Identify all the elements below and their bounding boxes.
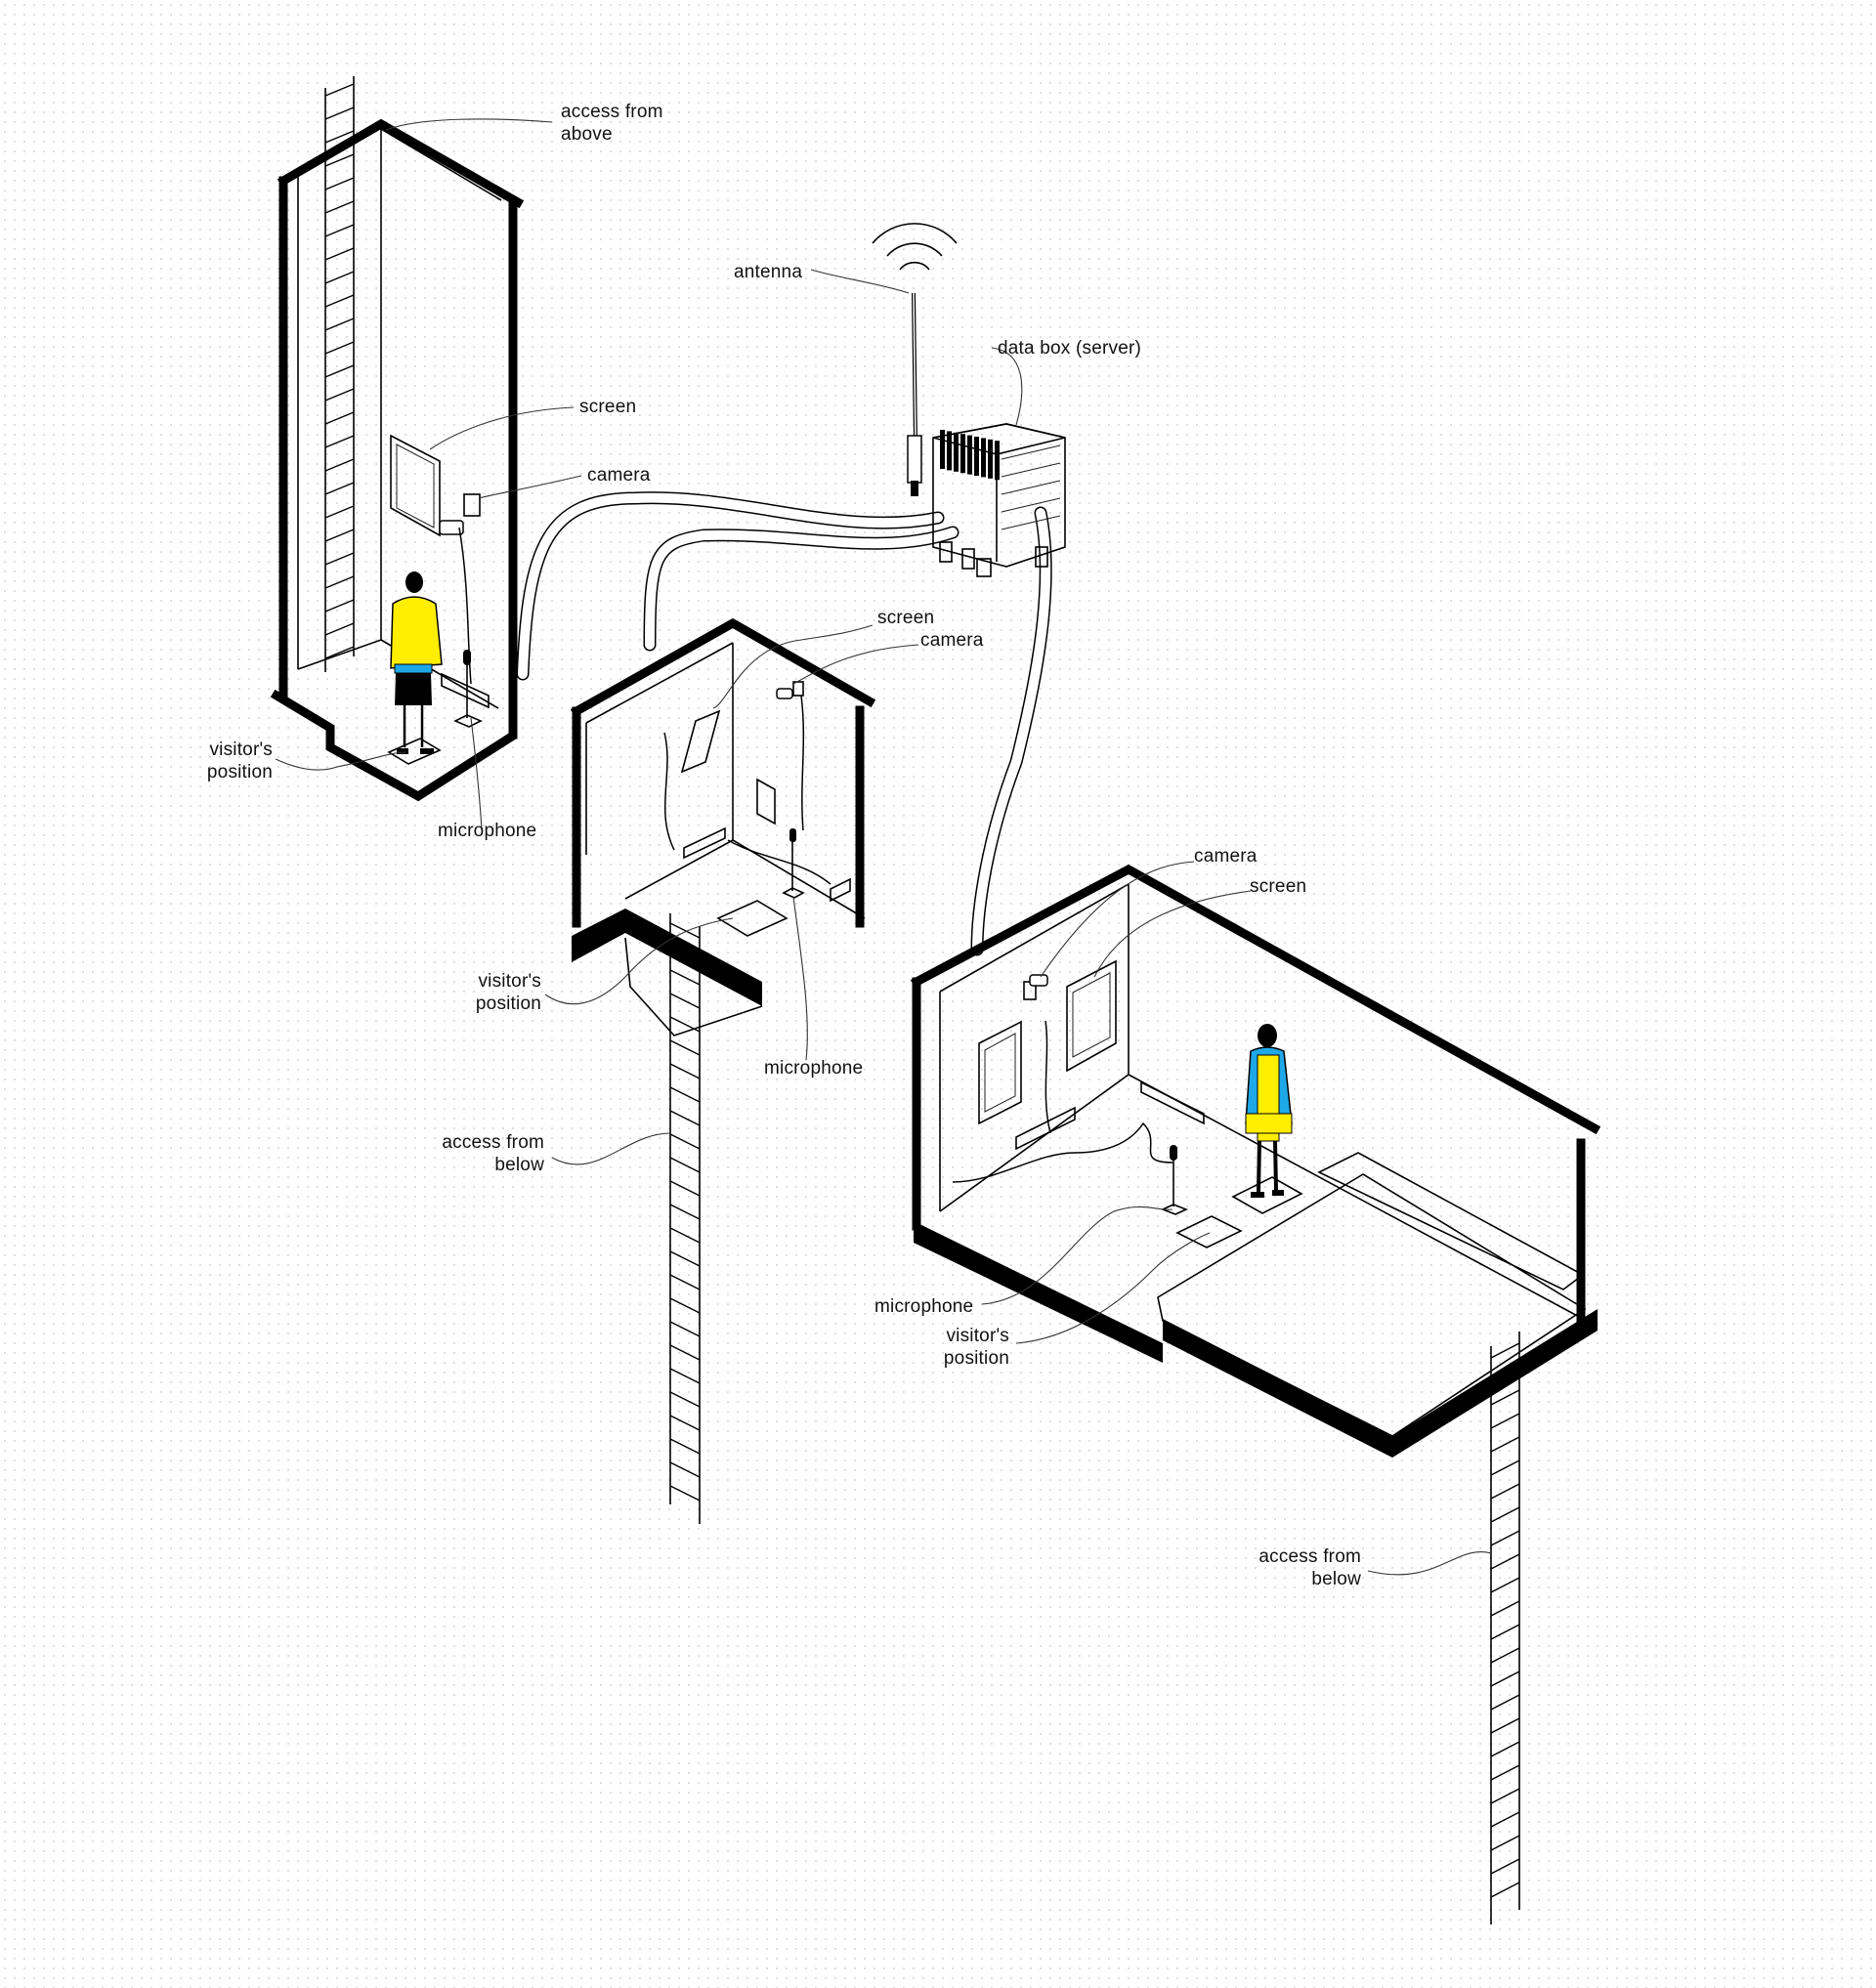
tall-room (270, 76, 525, 802)
label-data-box: data box (server) (998, 338, 1141, 359)
label-camera-wide: camera (1194, 846, 1258, 867)
visitor-position-mark-tall-room (387, 738, 442, 765)
data-box-server (872, 223, 1066, 577)
cube-room (570, 617, 876, 1524)
power-strip-tall-room (441, 672, 490, 709)
screen-wide-room-1 (978, 1020, 1022, 1125)
label-screen-tall: screen (579, 397, 636, 417)
visitor-figure-tall-room (390, 571, 443, 754)
label-camera-tall: camera (587, 465, 651, 486)
visitor-figure-wide-room (1245, 1024, 1293, 1198)
microphone-tall-room (453, 650, 483, 728)
microphone-wide-room (1160, 1145, 1189, 1215)
label-camera-cube: camera (920, 630, 984, 651)
leader-lines (275, 118, 1492, 1576)
camera-tall-room (439, 493, 481, 685)
label-screen-cube: screen (877, 608, 934, 628)
label-microphone-cube: microphone (764, 1058, 863, 1079)
visitor-position-mark-wide-room (1231, 1176, 1303, 1214)
cable-tall-room (516, 491, 945, 681)
screen-wide-room-2 (1066, 959, 1117, 1073)
ladder-wide-room (1490, 1332, 1520, 1925)
ladder-cube-room (669, 913, 701, 1524)
label-antenna: antenna (734, 262, 802, 282)
ladder-tall-room (324, 76, 355, 672)
label-microphone-wide: microphone (874, 1296, 973, 1317)
screen-cube-room-2 (756, 778, 776, 825)
antenna (872, 223, 958, 496)
screen-cube-room-1 (680, 709, 721, 774)
screen-tall-room (390, 434, 441, 537)
label-screen-wide: screen (1250, 876, 1306, 897)
label-microphone-tall: microphone (438, 821, 536, 841)
wide-room (910, 864, 1601, 1925)
camera-wide-room (1023, 974, 1051, 1134)
cable-cube-room (643, 526, 959, 652)
microphone-cube-room (782, 828, 805, 899)
cable-wide-room (970, 506, 1052, 956)
camera-cube-room (776, 681, 805, 831)
visitor-position-mark-cube-room (716, 900, 789, 937)
